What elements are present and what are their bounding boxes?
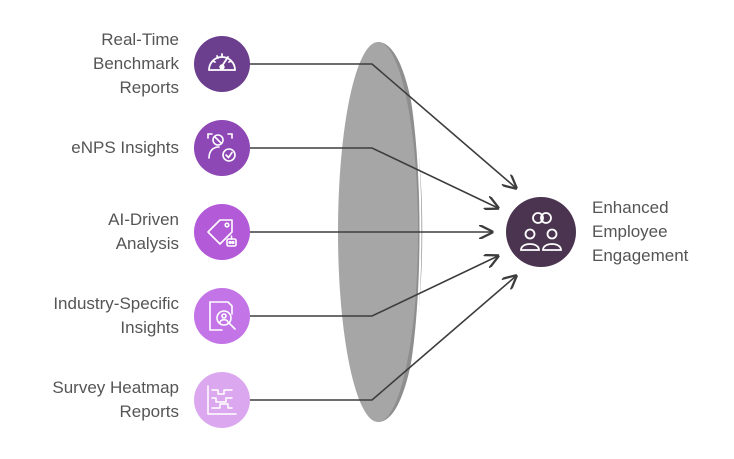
input-circle-1 — [194, 120, 250, 176]
input-label-3-line-1: Insights — [120, 318, 179, 337]
input-label-2-line-0: AI-Driven — [108, 210, 179, 229]
input-label-3-line-0: Industry-Specific — [53, 294, 179, 313]
input-label-0-line-0: Real-Time — [101, 30, 179, 49]
input-node-0 — [194, 36, 250, 92]
output-node — [506, 197, 576, 267]
input-node-4 — [194, 372, 250, 428]
connector-arrow-0 — [250, 63, 516, 188]
input-nodes — [194, 36, 250, 428]
input-label-4-line-1: Reports — [119, 402, 179, 421]
output-label-line-2: Engagement — [592, 246, 689, 265]
output-label: Enhanced Employee Engagement — [592, 196, 688, 268]
input-node-3 — [194, 288, 250, 344]
connectors — [250, 63, 516, 401]
speedometer-icon — [208, 53, 236, 71]
input-label-0: Real-Time Benchmark Reports — [93, 28, 179, 100]
input-node-2 — [194, 204, 250, 260]
input-label-2: AI-Driven Analysis — [108, 208, 179, 256]
document-search-icon — [209, 301, 236, 331]
input-circle-2 — [194, 204, 250, 260]
input-label-2-line-1: Analysis — [115, 234, 179, 253]
input-label-4: Survey Heatmap Reports — [52, 376, 179, 424]
heatmap-icon — [207, 385, 237, 415]
team-engagement-icon — [520, 212, 562, 251]
input-label-4-line-0: Survey Heatmap — [52, 378, 179, 397]
input-label-3: Industry-Specific Insights — [53, 292, 179, 340]
input-label-1-line-0: eNPS Insights — [71, 138, 179, 157]
output-circle — [506, 197, 576, 267]
input-node-1 — [194, 120, 250, 176]
ai-tag-icon — [207, 219, 237, 247]
input-circle-0 — [194, 36, 250, 92]
user-check-icon — [207, 133, 236, 162]
input-label-1: eNPS Insights — [71, 136, 179, 160]
input-label-0-line-2: Reports — [119, 78, 179, 97]
input-circle-4 — [194, 372, 250, 428]
output-label-line-1: Employee — [592, 222, 668, 241]
connector-arrow-4 — [250, 276, 516, 401]
connector-arrow-1 — [250, 147, 498, 208]
connector-arrow-3 — [250, 256, 498, 317]
output-label-line-0: Enhanced — [592, 198, 669, 217]
input-label-0-line-1: Benchmark — [93, 54, 179, 73]
